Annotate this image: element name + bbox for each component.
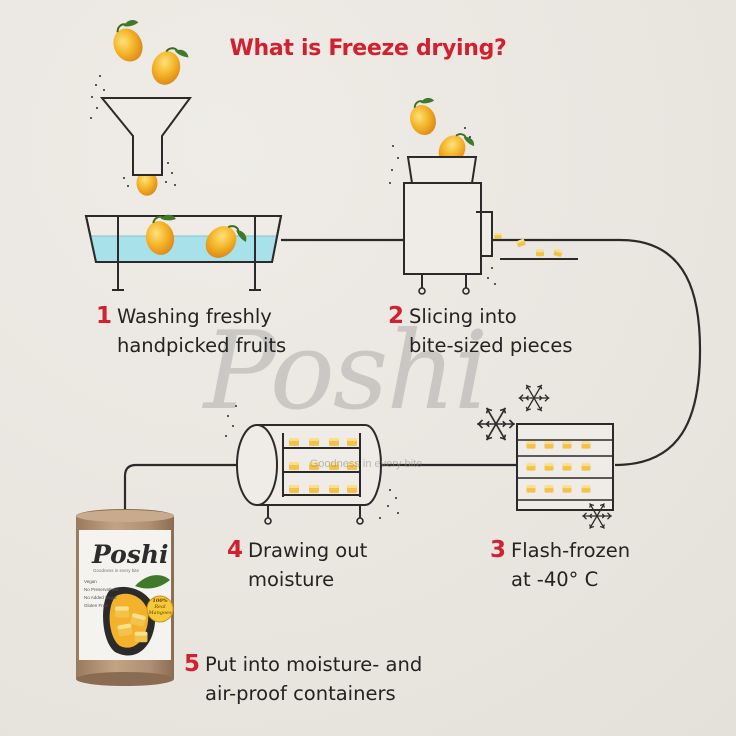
can-badge-line1: 100% xyxy=(152,598,168,604)
can-feature: No Added Sugar xyxy=(84,595,118,600)
step-text-line2: air-proof containers xyxy=(205,682,396,705)
step-text-line2: handpicked fruits xyxy=(117,334,287,357)
step-text-line2: moisture xyxy=(248,568,335,591)
freezer-unit xyxy=(476,384,614,530)
step-text-line1: Slicing into xyxy=(409,305,517,328)
can-badge-line3: Mangoes xyxy=(148,610,172,616)
washing-tank xyxy=(84,212,283,291)
page-title: What is Freeze drying? xyxy=(229,36,507,61)
step-number: 1 xyxy=(96,303,113,329)
watermark-logo: Poshi xyxy=(203,309,489,434)
can-badge: 100% Real Mangoes xyxy=(147,596,173,622)
step-number: 2 xyxy=(388,303,405,329)
step-text-line1: Flash-frozen xyxy=(511,539,631,562)
pipeline xyxy=(123,238,702,512)
step-text-line1: Put into moisture- and xyxy=(205,653,423,676)
snowflake-icon xyxy=(517,384,551,412)
step-text-line1: Drawing out xyxy=(248,539,368,562)
can-feature-list: Vegan No Preservatives No Added Sugar Gl… xyxy=(84,578,118,610)
slicing-machine xyxy=(389,95,578,295)
step-text-line2: bite-sized pieces xyxy=(409,334,573,357)
can-brand-logo: Poshi xyxy=(92,540,169,569)
can-tagline: Goodness in every bite xyxy=(93,568,140,573)
funnel-mangoes xyxy=(90,16,192,197)
step-text-line1: Washing freshly xyxy=(117,305,272,328)
can-feature: No Preservatives xyxy=(84,587,119,592)
watermark-tagline: Goodness in every bite xyxy=(309,458,423,470)
step-text-line2: at -40° C xyxy=(511,568,599,591)
step-number: 3 xyxy=(490,537,507,563)
step-number: 4 xyxy=(227,537,244,563)
step-number: 5 xyxy=(184,651,201,677)
product-can xyxy=(76,509,174,686)
can-badge-line2: Real xyxy=(154,604,166,610)
drying-drum xyxy=(225,405,399,525)
can-feature: Gluten Free xyxy=(84,603,108,608)
can-feature: Vegan xyxy=(84,579,97,584)
